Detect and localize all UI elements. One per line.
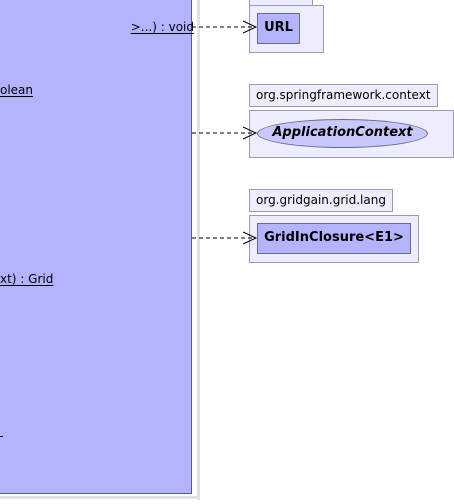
operation-void: >...) : void — [130, 20, 194, 34]
package-tab-gridgain: org.gridgain.grid.lang — [249, 189, 393, 212]
class-box — [0, 0, 192, 494]
dependency-arrow-url — [192, 20, 258, 34]
class-shadow — [197, 0, 200, 500]
operation-boolean: olean — [0, 83, 34, 97]
operation-grid: xt) : Grid — [0, 272, 54, 286]
operation-fragment — [0, 424, 3, 437]
interface-application-context: ApplicationContext — [257, 119, 428, 148]
class-grid-in-closure: GridInClosure<E1> — [257, 223, 411, 254]
dependency-arrow-grid-in-closure — [192, 231, 258, 245]
dependency-arrow-application-context — [192, 126, 258, 140]
class-shadow-bottom — [0, 496, 200, 499]
package-tab-springframework: org.springframework.context — [249, 84, 438, 107]
class-url: URL — [257, 13, 300, 44]
